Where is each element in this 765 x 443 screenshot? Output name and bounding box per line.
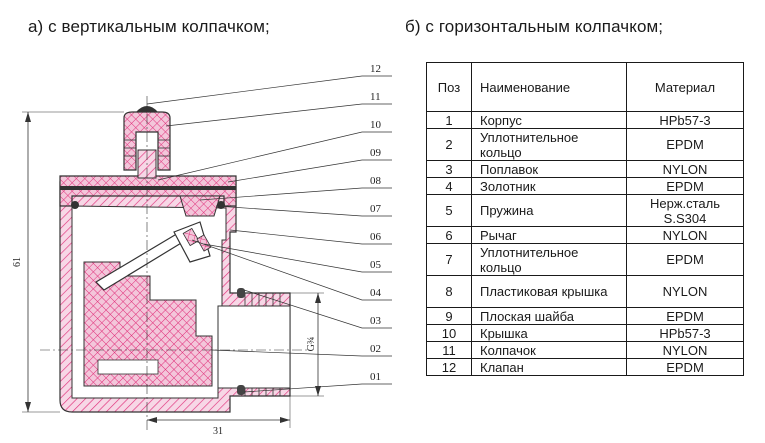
- caption-vertical-cap: а) с вертикальным колпачком;: [28, 17, 270, 36]
- table-header-row: Поз Наименование Материал: [426, 62, 744, 112]
- table-row: 5 Пружина Нерж.сталь S.S304: [426, 194, 744, 227]
- table-row: 6 Рычаг NYLON: [426, 226, 744, 244]
- row-name: Уплотнительное кольцо: [471, 243, 627, 276]
- row-name: Золотник: [471, 177, 627, 195]
- row-material: HPb57-3: [626, 111, 744, 129]
- row-material: NYLON: [626, 226, 744, 244]
- callout-03: 03: [370, 315, 382, 327]
- row-pos: 2: [426, 128, 472, 161]
- row-name: Уплотнительное кольцо: [471, 128, 627, 161]
- header-pos: Поз: [426, 62, 472, 112]
- dimension-thread-label: G¾: [306, 337, 317, 352]
- callout-11: 11: [370, 91, 381, 103]
- row-pos: 6: [426, 226, 472, 244]
- row-name: Клапан: [471, 358, 627, 376]
- row-material: EPDM: [626, 128, 744, 161]
- callout-12: 12: [370, 63, 381, 75]
- header-material: Материал: [626, 62, 744, 112]
- row-name: Корпус: [471, 111, 627, 129]
- row-material: NYLON: [626, 341, 744, 359]
- table-row: 7 Уплотнительное кольцо EPDM: [426, 243, 744, 276]
- row-pos: 7: [426, 243, 472, 276]
- callout-07: 07: [370, 203, 382, 215]
- row-name: Рычаг: [471, 226, 627, 244]
- callout-09: 09: [370, 147, 382, 159]
- callout-05: 05: [370, 259, 382, 271]
- row-pos: 1: [426, 111, 472, 129]
- row-material: NYLON: [626, 275, 744, 308]
- table-row: 1 Корпус HPb57-3: [426, 111, 744, 129]
- table-row: 10 Крышка HPb57-3: [426, 324, 744, 342]
- table-row: 2 Уплотнительное кольцо EPDM: [426, 128, 744, 161]
- row-pos: 11: [426, 341, 472, 359]
- dimension-height: 61: [12, 111, 124, 413]
- callout-01: 01: [370, 371, 381, 383]
- row-name: Колпачок: [471, 341, 627, 359]
- row-name: Плоская шайба: [471, 307, 627, 325]
- row-pos: 9: [426, 307, 472, 325]
- lever: [95, 221, 212, 291]
- table-row: 11 Колпачок NYLON: [426, 341, 744, 359]
- row-material: EPDM: [626, 358, 744, 376]
- row-material: EPDM: [626, 177, 744, 195]
- row-name: Поплавок: [471, 160, 627, 178]
- row-pos: 4: [426, 177, 472, 195]
- callout-06: 06: [370, 231, 382, 243]
- top-cover: [59, 175, 237, 217]
- row-material: EPDM: [626, 307, 744, 325]
- row-name: Крышка: [471, 324, 627, 342]
- row-pos: 3: [426, 160, 472, 178]
- dimension-width-label: 31: [213, 426, 223, 437]
- callout-04: 04: [370, 287, 382, 299]
- callout-labels: 12 11 10 09 08 07 06 05 04 03 02 01: [370, 63, 382, 383]
- row-pos: 8: [426, 275, 472, 308]
- row-material: HPb57-3: [626, 324, 744, 342]
- parts-table: Поз Наименование Материал 1 Корпус HPb57…: [426, 62, 744, 376]
- table-row: 9 Плоская шайба EPDM: [426, 307, 744, 325]
- caption-horizontal-cap: б) с горизонтальным колпачком;: [405, 17, 664, 36]
- dimension-thread: G¾: [290, 292, 324, 397]
- callout-08: 08: [370, 175, 382, 187]
- row-material: Нерж.сталь S.S304: [626, 194, 744, 227]
- dimension-width: 31: [147, 396, 291, 437]
- table-row: 12 Клапан EPDM: [426, 358, 744, 376]
- table-row: 3 Поплавок NYLON: [426, 160, 744, 178]
- callout-02: 02: [370, 343, 381, 355]
- row-name: Пружина: [471, 194, 627, 227]
- callout-leaders: [146, 75, 392, 393]
- valve-cross-section-drawing: 61 31 G¾ 12 11 10 09 08: [12, 63, 392, 437]
- row-pos: 5: [426, 194, 472, 227]
- row-name: Пластиковая крышка: [471, 275, 627, 308]
- row-pos: 10: [426, 324, 472, 342]
- row-material: NYLON: [626, 160, 744, 178]
- table-row: 8 Пластиковая крышка NYLON: [426, 275, 744, 308]
- header-name: Наименование: [471, 62, 627, 112]
- table-row: 4 Золотник EPDM: [426, 177, 744, 195]
- dimension-height-label: 61: [12, 257, 23, 267]
- float: [83, 261, 213, 387]
- callout-10: 10: [370, 119, 382, 131]
- row-pos: 12: [426, 358, 472, 376]
- row-material: EPDM: [626, 243, 744, 276]
